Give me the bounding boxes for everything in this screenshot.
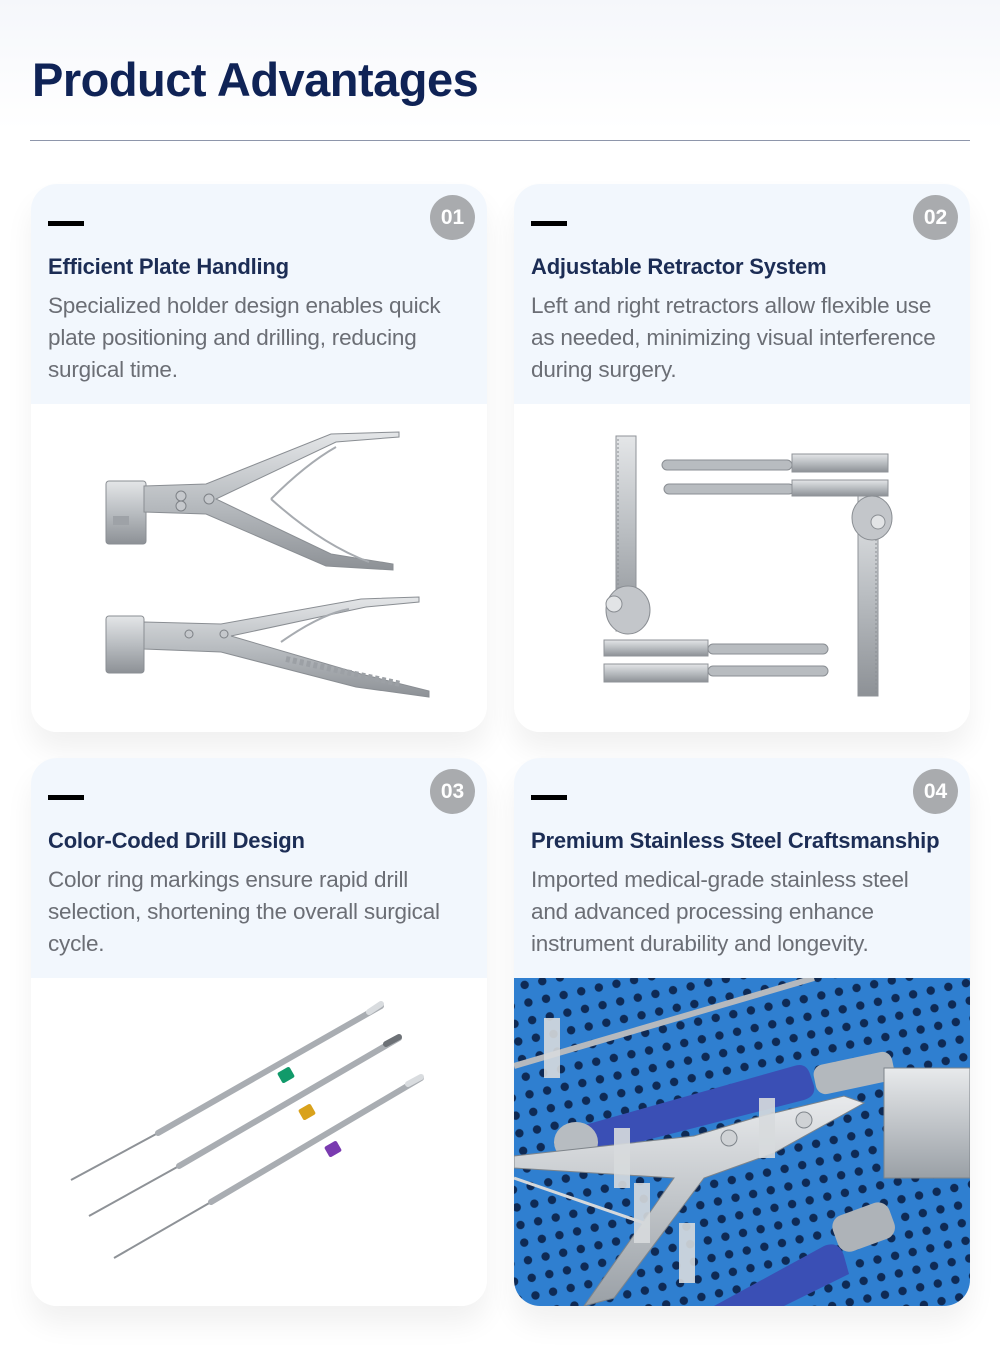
page-title: Product Advantages <box>32 53 479 106</box>
instrument-tray-image <box>514 978 970 1306</box>
forceps-illustration <box>105 431 430 698</box>
advantage-card-02: 02 Adjustable Retractor System Left and … <box>514 184 970 732</box>
card-description: Imported medical-grade stainless steel a… <box>531 867 909 956</box>
tray-illustration <box>514 978 970 1306</box>
dash-accent-icon <box>531 795 567 800</box>
dash-accent-icon <box>48 221 84 226</box>
title-divider <box>30 140 970 141</box>
card-header: 02 Adjustable Retractor System Left and … <box>514 184 970 404</box>
card-description: Color ring markings ensure rapid drill s… <box>48 867 440 956</box>
advantage-card-01: 01 Efficient Plate Handling Specialized … <box>31 184 487 732</box>
card-description: Specialized holder design enables quick … <box>48 293 441 382</box>
advantage-card-03: 03 Color-Coded Drill Design Color ring m… <box>31 758 487 1306</box>
card-header: 01 Efficient Plate Handling Specialized … <box>31 184 487 404</box>
number-badge: 04 <box>913 769 958 814</box>
card-title: Efficient Plate Handling <box>48 254 289 279</box>
number-badge: 01 <box>430 195 475 240</box>
card-title: Adjustable Retractor System <box>531 254 827 279</box>
retractor-illustration <box>603 435 893 697</box>
advantage-card-04: 04 Premium Stainless Steel Craftsmanship… <box>514 758 970 1306</box>
card-header: 03 Color-Coded Drill Design Color ring m… <box>31 758 487 978</box>
number-badge: 03 <box>430 769 475 814</box>
card-header: 04 Premium Stainless Steel Craftsmanship… <box>514 758 970 978</box>
card-title: Premium Stainless Steel Craftsmanship <box>531 828 940 853</box>
number-badge: 02 <box>913 195 958 240</box>
color-coded-drills-image <box>31 978 487 1306</box>
card-description: Left and right retractors allow flexible… <box>531 293 936 382</box>
dash-accent-icon <box>531 221 567 226</box>
dash-accent-icon <box>48 795 84 800</box>
drills-illustration <box>70 1001 424 1259</box>
card-title: Color-Coded Drill Design <box>48 828 305 853</box>
adjustable-retractor-image <box>514 404 970 732</box>
plate-holder-forceps-image <box>31 404 487 732</box>
